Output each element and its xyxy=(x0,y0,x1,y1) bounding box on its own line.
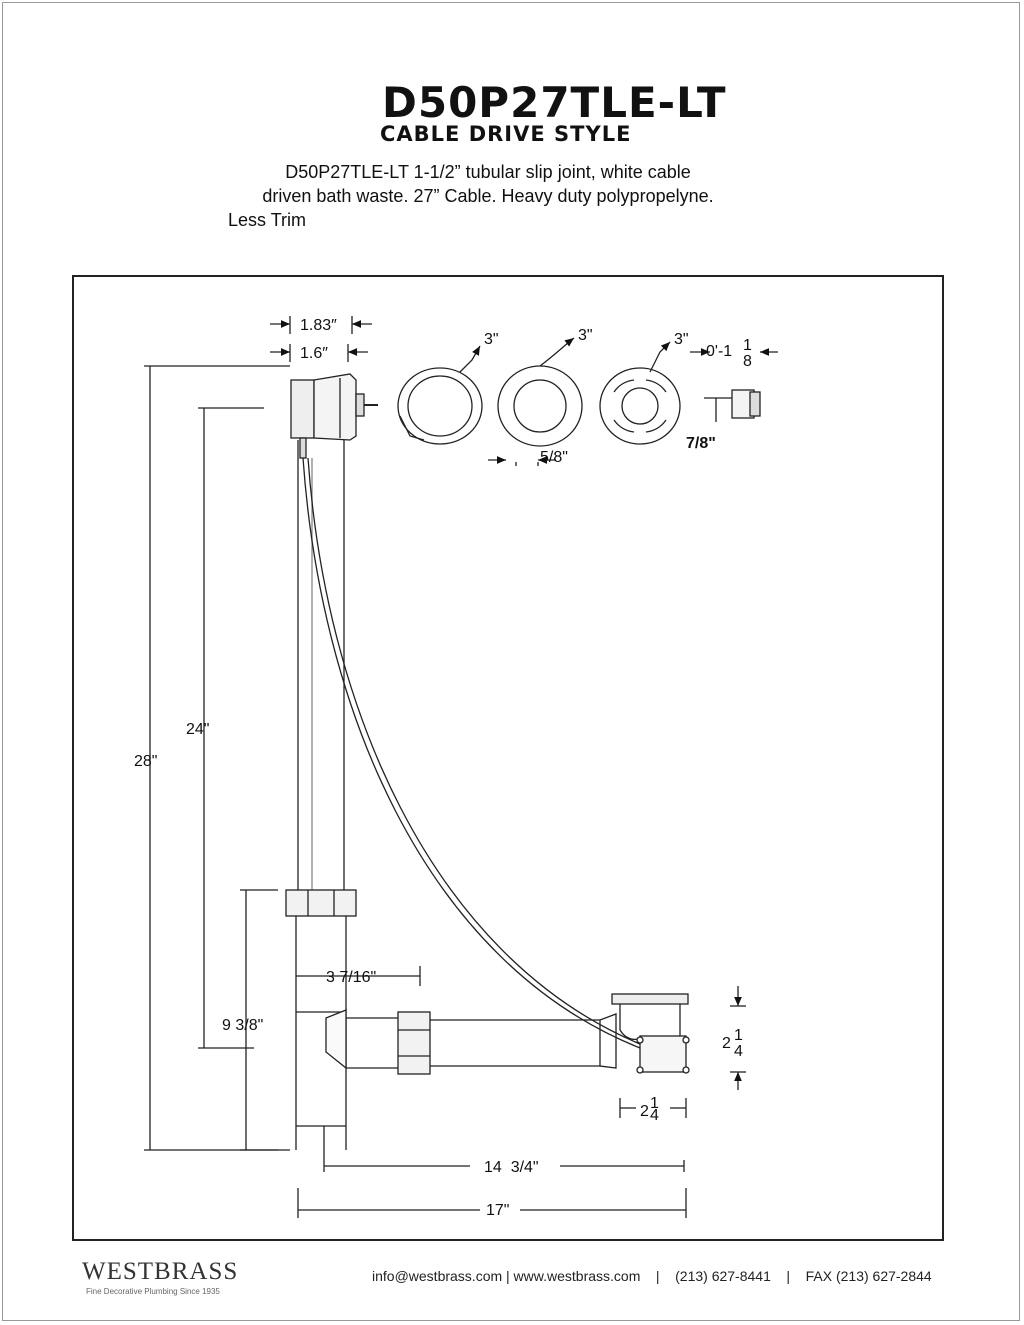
overflow-slip-nut xyxy=(285,889,357,917)
shoe-width-den: 4 xyxy=(650,1107,659,1124)
run-length-dimension xyxy=(323,1150,685,1172)
shoe-width-num: 1 xyxy=(650,1095,659,1112)
total-length-dimension xyxy=(297,1188,687,1218)
description-line-2: driven bath waste. 27” Cable. Heavy duty… xyxy=(262,186,714,206)
ring-depth-dimension xyxy=(488,456,556,466)
product-subtitle: CABLE DRIVE STYLE xyxy=(380,122,632,146)
ring-depth-label: 5/8" xyxy=(540,449,568,466)
strainer xyxy=(599,341,681,445)
trim-ring xyxy=(497,337,583,447)
tee-offset-dimension xyxy=(296,966,421,986)
ring2-diameter-label: 3" xyxy=(578,327,593,344)
tee-height-label: 9 3/8" xyxy=(222,1017,263,1034)
contact-info: info@westbrass.com | www.westbrass.com |… xyxy=(372,1268,932,1284)
horizontal-drain xyxy=(346,1011,617,1075)
description-line-1: D50P27TLE-LT 1-1/2” tubular slip joint, … xyxy=(285,162,691,182)
brand-tagline: Fine Decorative Plumbing Since 1935 xyxy=(86,1287,220,1296)
product-description: D50P27TLE-LT 1-1/2” tubular slip joint, … xyxy=(228,160,748,232)
drawing-frame xyxy=(72,275,944,1241)
overflow-tube xyxy=(297,440,345,890)
ring1-diameter-label: 3" xyxy=(484,331,499,348)
shoe-height-whole: 2 xyxy=(722,1035,731,1052)
description-line-3: Less Trim xyxy=(228,210,307,230)
top-width-dimension xyxy=(270,316,372,362)
tee-height-dimension xyxy=(240,889,278,1151)
tee-offset-label: 3 7/16" xyxy=(326,969,376,986)
face-plate-ring xyxy=(397,345,483,445)
overflow-head xyxy=(290,373,378,459)
stopper xyxy=(690,348,778,422)
drain-shoe xyxy=(611,993,690,1074)
overflow-height-label: 24" xyxy=(186,721,209,738)
shoe-height-num: 1 xyxy=(734,1027,743,1044)
total-length-label: 17" xyxy=(486,1202,509,1219)
brand-logo: WESTBRASS xyxy=(82,1258,239,1285)
total-height-label: 28" xyxy=(134,753,157,770)
shoe-width-dimension xyxy=(619,1098,687,1118)
overflow-height-dimension xyxy=(198,407,264,1049)
shoe-height-den: 4 xyxy=(734,1043,743,1060)
stopper-height-label: 7/8" xyxy=(686,435,716,452)
top-width-inner-label: 1.6″ xyxy=(300,345,328,362)
stopper-thread-label: 0'-1 xyxy=(706,343,732,360)
shoe-height-dimension xyxy=(730,986,746,1090)
run-length-label: 14 3/4" xyxy=(484,1159,539,1176)
top-width-outer-label: 1.83″ xyxy=(300,317,337,334)
tee-body xyxy=(295,916,347,1150)
product-title: D50P27TLE-LT xyxy=(382,78,727,127)
shoe-width-whole: 2 xyxy=(640,1103,649,1120)
strainer-diameter-label: 3" xyxy=(674,331,689,348)
total-height-dimension xyxy=(144,365,290,1151)
stopper-frac-den: 8 xyxy=(743,353,752,370)
cable xyxy=(302,457,641,1049)
stopper-frac-num: 1 xyxy=(743,337,752,354)
